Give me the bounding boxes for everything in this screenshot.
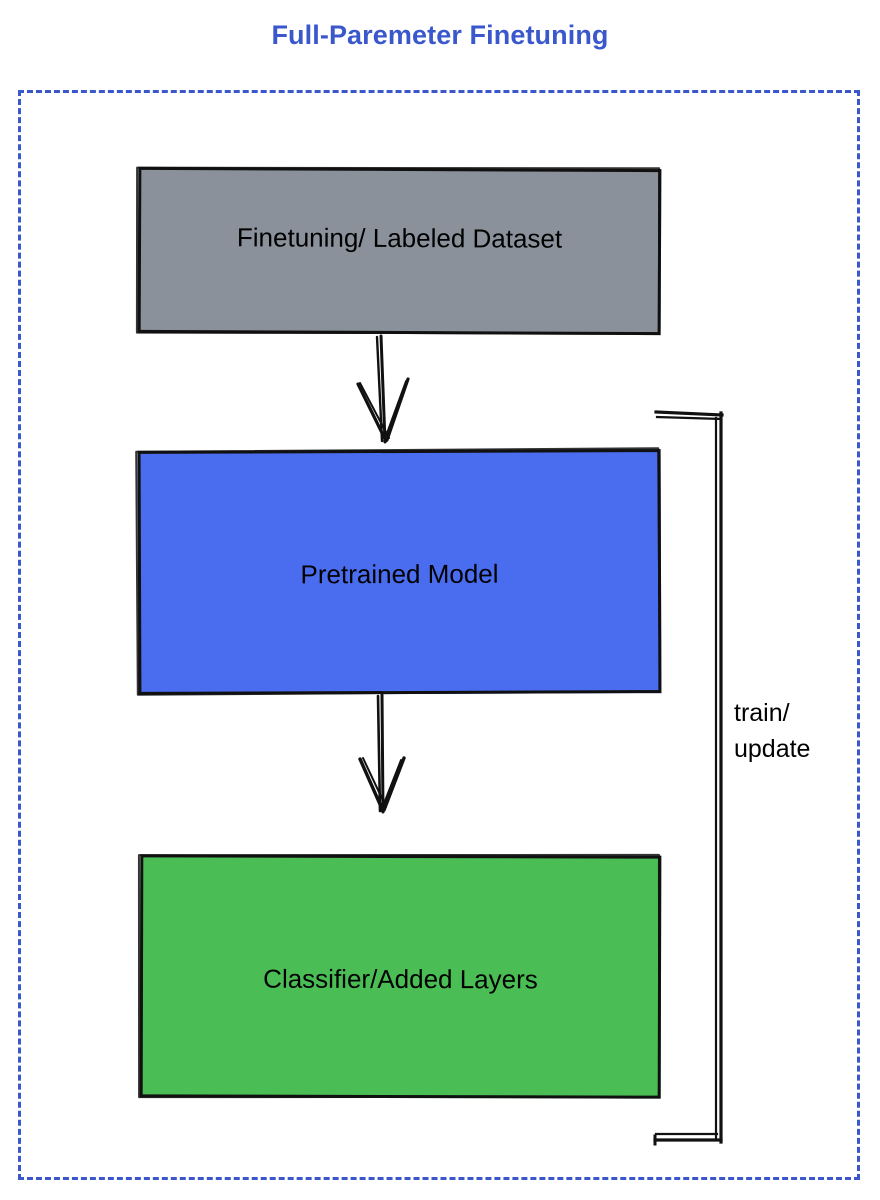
edge-label-line-2: update	[734, 735, 811, 763]
diagram-boundary-frame	[18, 90, 860, 1180]
node-label-classifier: Classifier/Added Layers	[263, 963, 538, 995]
node-label-pretrained-model: Pretrained Model	[300, 558, 499, 590]
edge-label-line-1: train/	[734, 699, 790, 727]
node-pretrained-model[interactable]: Pretrained Model	[137, 449, 662, 695]
node-label-dataset: Finetuning/ Labeled Dataset	[236, 222, 563, 254]
node-finetuning-labeled-dataset[interactable]: Finetuning/ Labeled Dataset	[137, 166, 662, 336]
page-title: Full-Paremeter Finetuning	[271, 20, 609, 50]
node-classifier-added-layers[interactable]: Classifier/Added Layers	[139, 854, 662, 1099]
edge-label-train-update: train/ update	[734, 695, 854, 767]
